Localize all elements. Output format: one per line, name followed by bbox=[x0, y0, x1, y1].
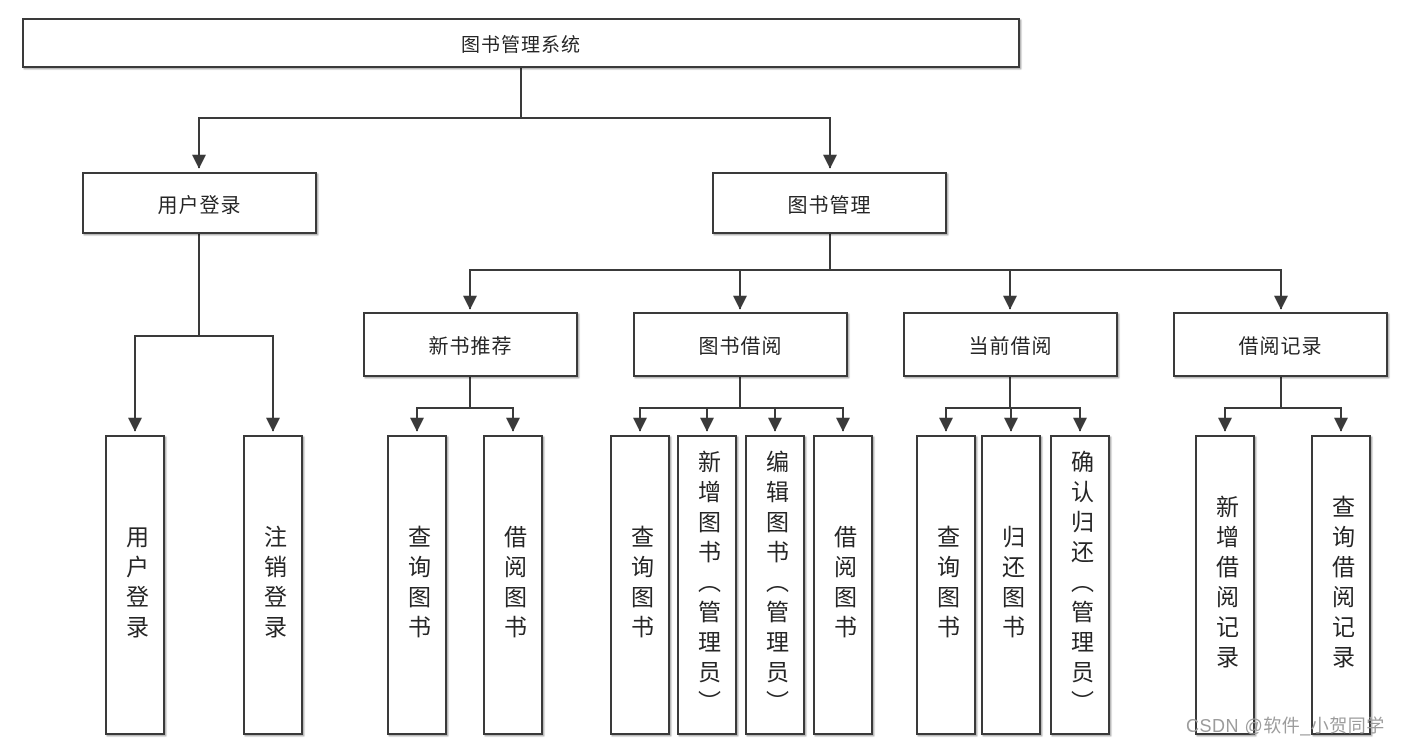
leaf-recommend-query-books: 查询图书 bbox=[387, 435, 447, 735]
leaf-current-query-books: 查询图书 bbox=[916, 435, 976, 735]
leaf-current-confirm-return-admin: 确认归还（管理员） bbox=[1050, 435, 1110, 735]
leaf-records-query-record: 查询借阅记录 bbox=[1311, 435, 1371, 735]
node-current-borrowing: 当前借阅 bbox=[903, 312, 1118, 377]
leaf-borrowing-borrow-books: 借阅图书 bbox=[813, 435, 873, 735]
leaf-user-login: 用户登录 bbox=[105, 435, 165, 735]
node-borrowing-records: 借阅记录 bbox=[1173, 312, 1388, 377]
leaf-borrowing-add-books-admin: 新增图书（管理员） bbox=[677, 435, 737, 735]
leaf-borrowing-query-books: 查询图书 bbox=[610, 435, 670, 735]
node-book-borrowing: 图书借阅 bbox=[633, 312, 848, 377]
leaf-recommend-borrow-books: 借阅图书 bbox=[483, 435, 543, 735]
leaf-records-add-record: 新增借阅记录 bbox=[1195, 435, 1255, 735]
node-user-login: 用户登录 bbox=[82, 172, 317, 234]
leaf-logout: 注销登录 bbox=[243, 435, 303, 735]
node-book-management: 图书管理 bbox=[712, 172, 947, 234]
leaf-borrowing-edit-books-admin: 编辑图书（管理员） bbox=[745, 435, 805, 735]
node-new-book-recommend: 新书推荐 bbox=[363, 312, 578, 377]
node-library-management-system: 图书管理系统 bbox=[22, 18, 1020, 68]
leaf-current-return-books: 归还图书 bbox=[981, 435, 1041, 735]
csdn-watermark: CSDN @软件_小贺同学 bbox=[1186, 716, 1385, 736]
